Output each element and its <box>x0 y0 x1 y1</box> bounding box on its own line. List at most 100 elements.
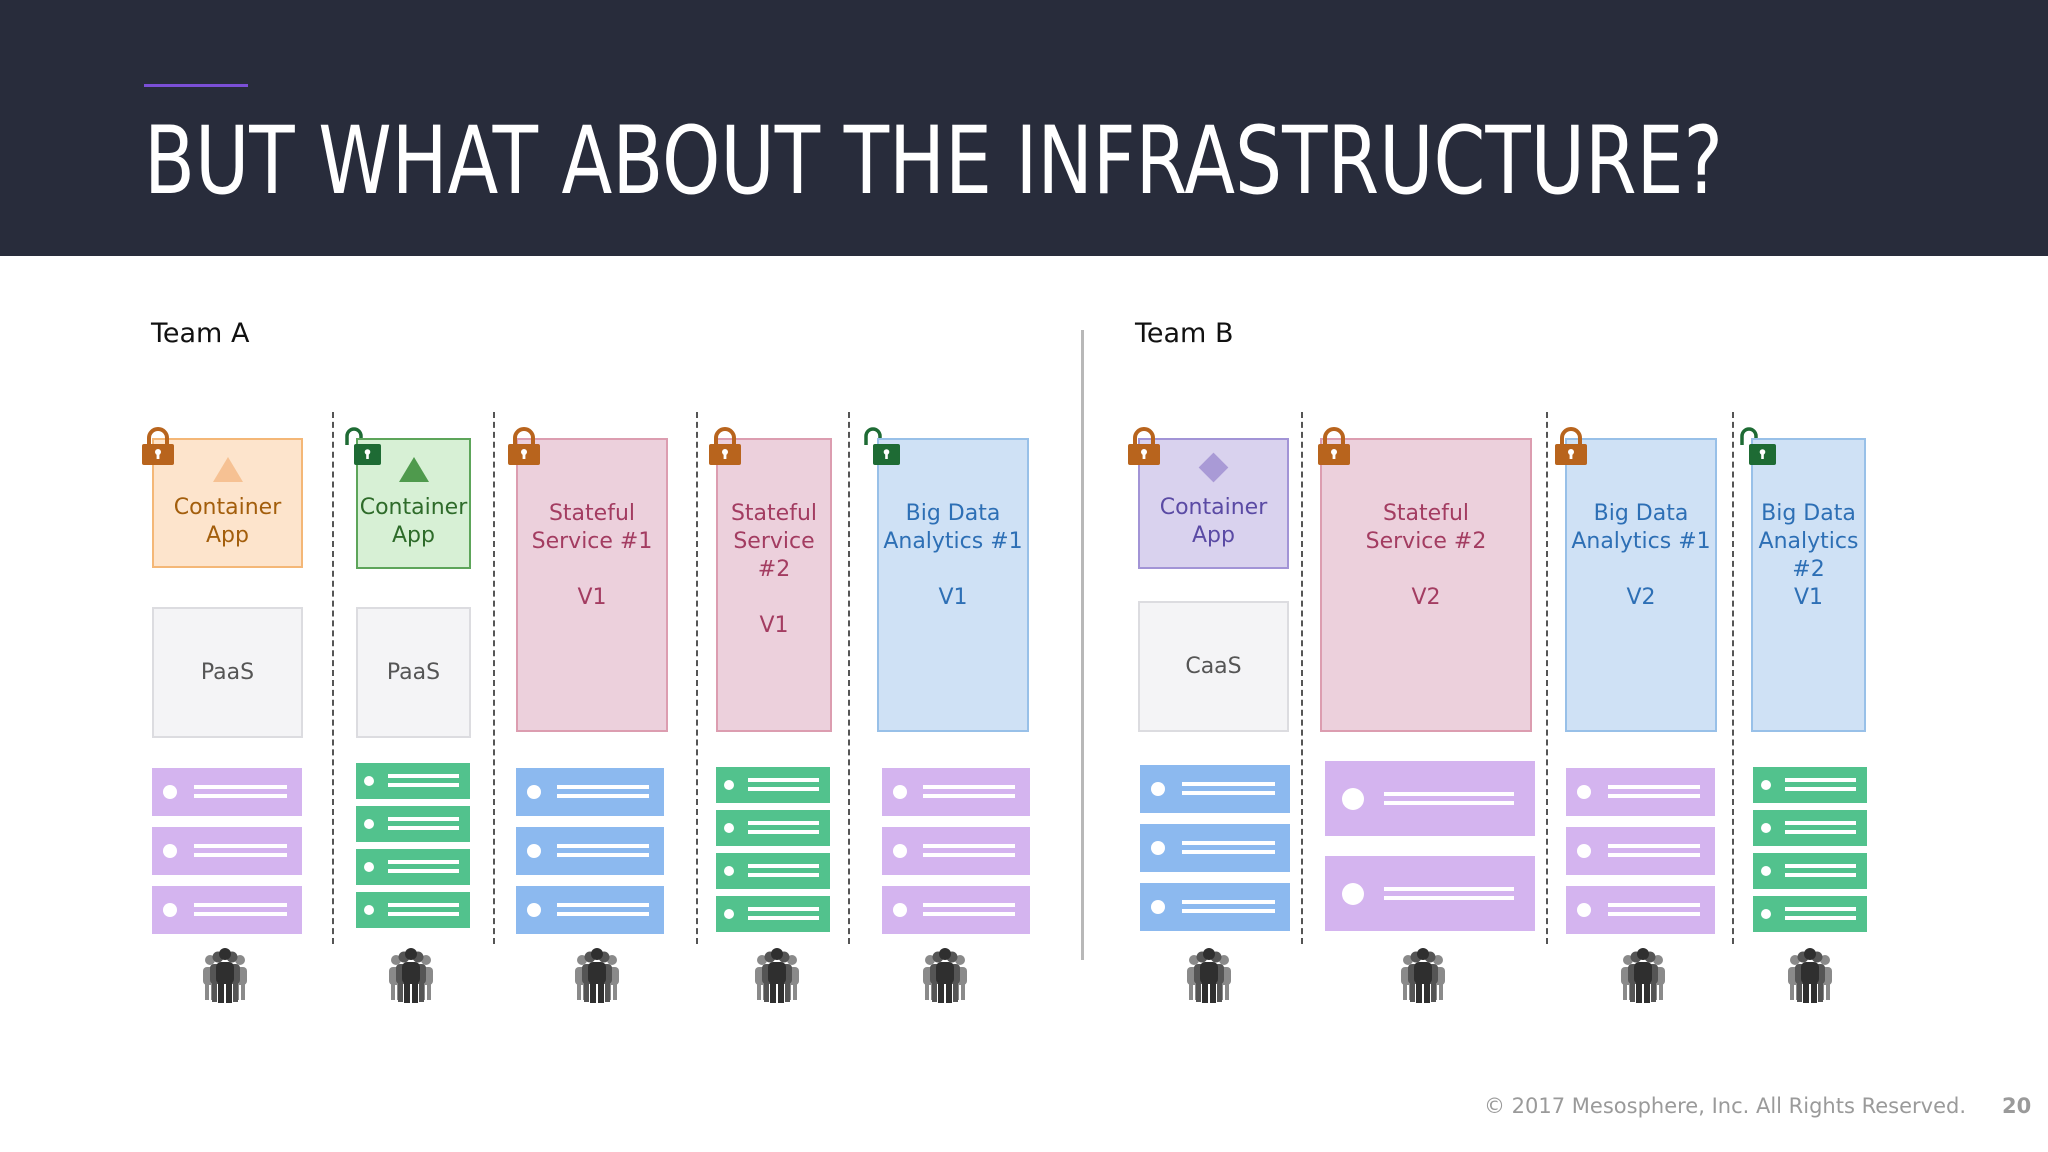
server-icon <box>1140 883 1290 931</box>
caas-box: CaaS <box>1138 601 1289 732</box>
box-label: Container App <box>173 494 282 548</box>
server-line <box>1384 791 1514 796</box>
server-line <box>388 826 459 830</box>
server-line <box>1608 853 1700 857</box>
server-icon <box>356 849 470 885</box>
server-line <box>1785 830 1856 834</box>
server-icon <box>1753 810 1867 846</box>
paas-box: PaaS <box>152 607 303 738</box>
server-line <box>1182 900 1275 904</box>
server-line <box>388 817 459 821</box>
server-line <box>748 916 819 920</box>
server-led <box>163 785 177 799</box>
server-icon <box>152 827 302 875</box>
container-app-box: Container App <box>152 438 303 568</box>
paas-box: PaaS <box>356 607 471 738</box>
server-line <box>194 903 287 907</box>
column-divider <box>493 412 495 944</box>
box-label: Stateful Service #2 V2 <box>1365 501 1487 610</box>
server-line <box>557 794 649 798</box>
server-line <box>748 907 819 911</box>
server-line <box>1785 821 1856 825</box>
server-icon <box>1753 896 1867 932</box>
team-divider <box>1081 330 1084 960</box>
people-group-icon <box>753 946 801 1004</box>
team-a-label: Team A <box>151 318 250 349</box>
column-divider <box>1301 412 1303 944</box>
server-icon <box>1325 856 1535 931</box>
server-led <box>364 819 374 829</box>
server-line <box>748 873 819 877</box>
server-line <box>1608 794 1700 798</box>
server-line <box>1182 850 1275 854</box>
column-divider <box>1546 412 1548 944</box>
server-icon <box>716 767 830 803</box>
server-line <box>923 794 1015 798</box>
lock-closed-icon <box>1316 426 1352 466</box>
column-divider <box>848 412 850 944</box>
box-label: Container App <box>1159 495 1268 548</box>
page-title: BUT WHAT ABOUT THE INFRASTRUCTURE? <box>144 107 1723 216</box>
server-icon <box>1566 768 1715 816</box>
server-led <box>893 844 907 858</box>
column-divider <box>696 412 698 944</box>
people-group-icon <box>573 946 621 1004</box>
server-icon <box>716 853 830 889</box>
copyright-notice: © 2017 Mesosphere, Inc. All Rights Reser… <box>1484 1094 1967 1118</box>
stateful-service-box: Stateful Service #1 V1 <box>516 438 668 732</box>
server-icon <box>516 886 664 934</box>
server-icon <box>716 896 830 932</box>
server-icon <box>716 810 830 846</box>
lock-closed-icon <box>506 426 542 466</box>
server-icon <box>152 886 302 934</box>
server-led <box>1342 787 1364 810</box>
box-label: Stateful Service #1 V1 <box>531 501 653 610</box>
box-label: Big Data Analytics #1 V2 <box>1571 501 1711 610</box>
server-line <box>1182 791 1275 795</box>
server-line <box>748 864 819 868</box>
server-line <box>557 912 649 916</box>
people-group-icon <box>387 946 435 1004</box>
server-icon <box>516 768 664 816</box>
triangle-icon <box>212 456 243 482</box>
server-icon <box>1566 827 1715 875</box>
server-led <box>527 844 541 858</box>
server-line <box>1785 778 1856 782</box>
server-line <box>748 787 819 791</box>
server-led <box>724 866 734 876</box>
server-icon <box>516 827 664 875</box>
box-label: PaaS <box>200 659 255 685</box>
server-line <box>1182 782 1275 786</box>
people-group-icon <box>1185 946 1233 1004</box>
server-led <box>1151 900 1165 914</box>
server-line <box>557 844 649 848</box>
server-led <box>527 785 541 799</box>
server-line <box>194 785 287 789</box>
column-divider <box>1732 412 1734 944</box>
server-led <box>1761 909 1771 919</box>
server-led <box>163 903 177 917</box>
server-line <box>1785 787 1856 791</box>
accent-line <box>144 84 248 87</box>
server-icon <box>356 763 470 799</box>
lock-open-icon <box>345 426 381 466</box>
server-led <box>1342 882 1364 905</box>
lock-closed-icon <box>1126 426 1162 466</box>
server-line <box>1608 844 1700 848</box>
server-led <box>1577 844 1591 858</box>
server-icon <box>1140 824 1290 872</box>
server-led <box>1761 866 1771 876</box>
box-label: CaaS <box>1185 653 1242 679</box>
server-line <box>1785 907 1856 911</box>
server-line <box>194 794 287 798</box>
server-led <box>364 905 374 915</box>
big-data-analytics-box: Big Data Analytics #1 V2 <box>1565 438 1717 732</box>
server-led <box>724 823 734 833</box>
server-led <box>893 903 907 917</box>
diamond-icon <box>1198 452 1229 483</box>
server-led <box>364 776 374 786</box>
box-label: Container App <box>359 495 468 548</box>
triangle-icon <box>398 457 429 482</box>
server-led <box>1761 823 1771 833</box>
server-icon <box>356 806 470 842</box>
